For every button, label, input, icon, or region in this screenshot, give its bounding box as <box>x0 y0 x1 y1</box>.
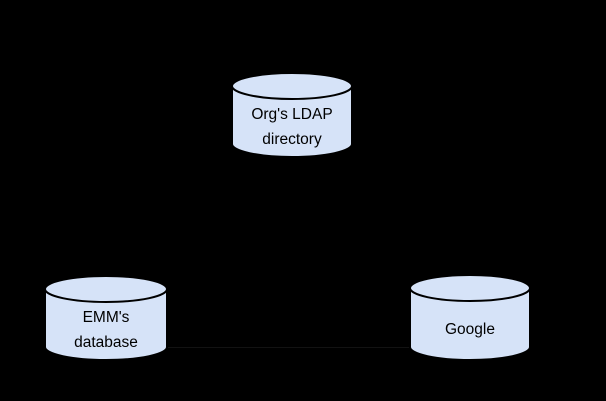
connector-emm-to-google <box>168 347 410 348</box>
node-emm-database: EMM's database <box>44 275 168 361</box>
node-label-google: Google <box>409 300 531 358</box>
database-cylinder-icon <box>231 72 353 158</box>
node-label-line: EMM's <box>82 308 130 326</box>
node-label-emm: EMM's database <box>44 301 168 358</box>
database-cylinder-icon <box>409 274 531 361</box>
node-label-line: Org's LDAP <box>251 105 333 123</box>
database-cylinder-icon <box>44 275 168 361</box>
node-ldap-directory: Org's LDAP directory <box>231 72 353 158</box>
node-google: Google <box>409 274 531 361</box>
node-label-line: Google <box>445 320 495 338</box>
node-label-line: directory <box>262 130 322 148</box>
node-label-line: database <box>74 333 138 351</box>
node-label-ldap: Org's LDAP directory <box>231 98 353 155</box>
